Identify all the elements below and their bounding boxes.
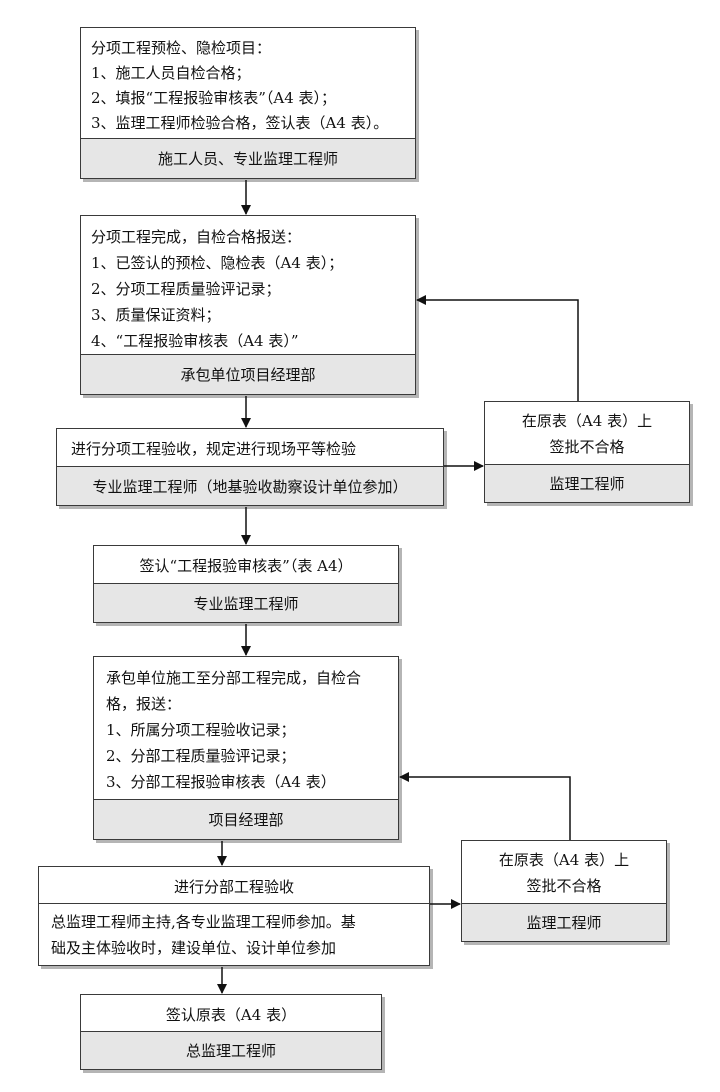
step-line: 2、分项工程质量验评记录；	[91, 280, 281, 298]
step-responsible: 承包单位项目经理部	[81, 354, 415, 394]
step-final-sign-content: 签认原表（A4 表）	[165, 1005, 297, 1024]
step-sign-approval-content: 签认“工程报验审核表”（表 A4）	[139, 557, 353, 575]
reject-line: 签批不合格	[549, 438, 625, 456]
reject-box-content: 在原表（A4 表）上 签批不合格	[485, 402, 689, 466]
step-responsible: 专业监理工程师（地基验收勘察设计单位参加）	[57, 466, 443, 505]
step-division-complete-content: 承包单位施工至分部工程完成，自检合 格，报送： 1、所属分项工程验收记录； 2、…	[94, 657, 398, 801]
reject-box-2: 在原表（A4 表）上 签批不合格 监理工程师	[461, 840, 667, 942]
reject-box-1: 在原表（A4 表）上 签批不合格 监理工程师	[484, 401, 690, 503]
step-responsible-line: 总监理工程师主持,各专业监理工程师参加。基	[51, 912, 356, 931]
step-division-acceptance-content: 进行分部工程验收	[173, 877, 294, 896]
step-line: 承包单位施工至分部工程完成，自检合	[106, 669, 362, 687]
reject-box-content: 在原表（A4 表）上 签批不合格	[462, 841, 666, 905]
step-responsible-line: 础及主体验收时，建设单位、设计单位参加	[51, 938, 337, 957]
step-subitem-complete-content: 分项工程完成，自检合格报送： 1、已签认的预检、隐检表（A4 表）； 2、分项工…	[81, 216, 415, 356]
step-line: 分项工程完成，自检合格报送：	[91, 228, 302, 246]
step-sign-approval: 签认“工程报验审核表”（表 A4） 专业监理工程师	[93, 545, 399, 623]
step-subitem-complete: 分项工程完成，自检合格报送： 1、已签认的预检、隐检表（A4 表）； 2、分项工…	[80, 215, 416, 395]
step-responsible: 项目经理部	[94, 799, 398, 839]
step-subitem-acceptance-content: 进行分项工程验收，规定进行现场平等检验	[71, 440, 357, 458]
step-subitem-acceptance: 进行分项工程验收，规定进行现场平等检验 专业监理工程师（地基验收勘察设计单位参加…	[56, 428, 444, 506]
step-line: 1、所属分项工程验收记录；	[106, 721, 296, 739]
step-responsible: 监理工程师	[485, 464, 689, 502]
step-line: 1、已签认的预检、隐检表（A4 表）；	[91, 254, 344, 272]
step-line: 格，报送：	[106, 695, 182, 713]
step-responsible: 监理工程师	[462, 903, 666, 941]
step-line: 3、质量保证资料；	[91, 306, 221, 324]
step-responsible: 总监理工程师	[81, 1031, 381, 1069]
reject-line: 在原表（A4 表）上	[498, 851, 630, 869]
step-subitem-precheck-content: 分项工程预检、隐检项目： 1、施工人员自检合格； 2、填报“工程报验审核表”（A…	[81, 28, 415, 140]
step-responsible: 专业监理工程师	[94, 583, 398, 622]
step-final-sign: 签认原表（A4 表） 总监理工程师	[80, 994, 382, 1070]
step-line: 4、“工程报验审核表（A4 表）”	[91, 332, 299, 350]
arrow-reject1-to-box2	[416, 295, 579, 401]
step-line: 2、分部工程质量验评记录；	[106, 747, 296, 765]
step-line: 3、分部工程报验审核表（A4 表）	[106, 773, 336, 791]
step-responsible: 施工人员、专业监理工程师	[81, 138, 415, 178]
reject-line: 在原表（A4 表）上	[521, 412, 653, 430]
step-subitem-precheck: 分项工程预检、隐检项目： 1、施工人员自检合格； 2、填报“工程报验审核表”（A…	[80, 27, 416, 179]
step-responsible: 总监理工程师主持,各专业监理工程师参加。基 础及主体验收时，建设单位、设计单位参…	[39, 903, 429, 965]
step-line: 3、监理工程师检验合格，签认表（A4 表）。	[91, 114, 389, 132]
step-line: 1、施工人员自检合格；	[91, 64, 251, 82]
step-line: 2、填报“工程报验审核表”（A4 表）；	[91, 89, 337, 107]
step-division-acceptance: 进行分部工程验收 总监理工程师主持,各专业监理工程师参加。基 础及主体验收时，建…	[38, 866, 430, 966]
arrow-reject2-to-box5	[399, 772, 571, 840]
reject-line: 签批不合格	[526, 877, 602, 895]
step-division-complete: 承包单位施工至分部工程完成，自检合 格，报送： 1、所属分项工程验收记录； 2、…	[93, 656, 399, 840]
step-line: 分项工程预检、隐检项目：	[91, 39, 272, 57]
